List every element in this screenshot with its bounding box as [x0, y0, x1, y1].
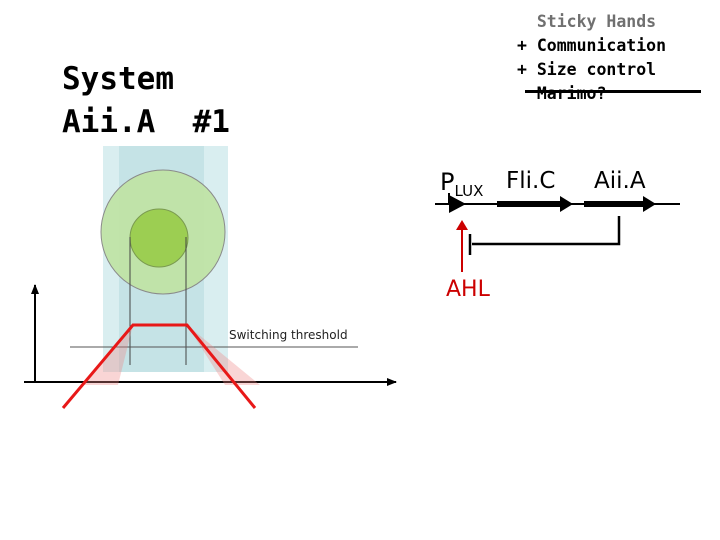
- gene-flic-label: Fli.C: [506, 168, 555, 194]
- inner-colony-circle: [130, 209, 188, 267]
- gene-flic-icon: [497, 196, 573, 212]
- ahl-arrow-icon: [456, 220, 468, 230]
- gene-aiia-icon: [584, 196, 656, 212]
- promoter-subscript: LUX: [454, 182, 483, 200]
- threshold-label: Switching threshold: [229, 328, 348, 342]
- promoter-label: PLUX: [440, 168, 483, 200]
- gene-aiia-label: Aii.A: [594, 168, 646, 194]
- feedback-line: [472, 216, 619, 244]
- ahl-label: AHL: [446, 277, 490, 302]
